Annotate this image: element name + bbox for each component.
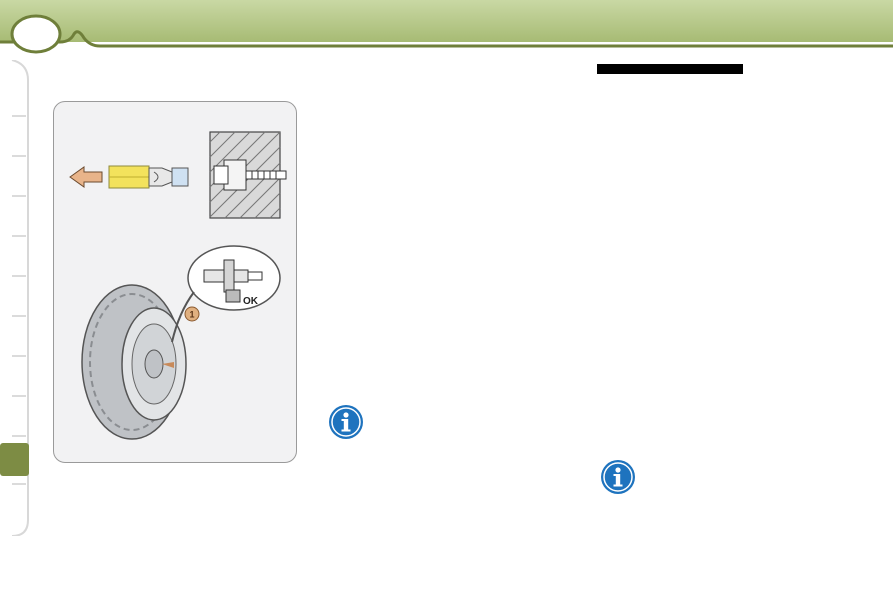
info-icon — [601, 460, 635, 494]
callout-number-badge — [184, 306, 200, 322]
ok-label: OK — [243, 296, 259, 307]
bolt-removal-figure — [69, 131, 287, 219]
section-title-bar — [597, 64, 743, 74]
info-icon — [329, 405, 363, 439]
chapter-header — [0, 0, 893, 54]
chapter-tab-oval — [10, 14, 62, 54]
side-chapter-tabs — [0, 60, 29, 536]
side-tab-active — [0, 443, 29, 476]
arrow-left-icon — [69, 166, 103, 188]
wheel-figure: OK 1 — [81, 245, 281, 440]
illustration-panel: OK 1 — [53, 101, 297, 463]
callout-number: 1 — [190, 310, 195, 320]
